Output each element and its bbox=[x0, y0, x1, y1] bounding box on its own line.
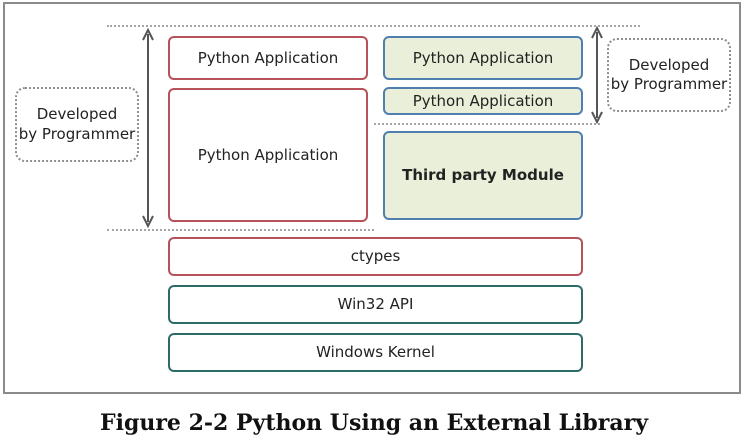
right-arrow-head-top bbox=[591, 25, 603, 39]
left-note-line-1: Developed bbox=[36, 105, 118, 123]
left-python-app-top: Python Application bbox=[168, 36, 368, 80]
top-boundary-line bbox=[107, 25, 640, 27]
windows-kernel-layer-label: Windows Kernel bbox=[316, 343, 435, 362]
right-note-line-1: Developed bbox=[628, 55, 710, 74]
right-python-app-top-label: Python Application bbox=[412, 48, 554, 67]
right-python-app-mid: Python Application bbox=[383, 87, 583, 115]
left-python-app-top-label: Python Application bbox=[197, 48, 339, 67]
right-python-app-top: Python Application bbox=[383, 36, 583, 80]
figure-caption: Figure 2-2 Python Using an External Libr… bbox=[99, 410, 649, 436]
left-python-app-main-label: Python Application bbox=[197, 145, 339, 164]
win32-api-layer-label: Win32 API bbox=[337, 295, 414, 314]
ctypes-layer-label: ctypes bbox=[350, 247, 401, 266]
left-developer-note: Developed by Programmer bbox=[15, 87, 139, 162]
left-note-line-2: by Programmer bbox=[18, 124, 136, 143]
right-developer-note: Developed by Programmer bbox=[607, 38, 731, 112]
win32-api-layer: Win32 API bbox=[168, 285, 583, 324]
right-python-app-mid-label: Python Application bbox=[412, 91, 554, 110]
left-bottom-boundary-line bbox=[107, 229, 374, 231]
third-party-module: Third party Module bbox=[383, 131, 583, 220]
left-arrow-head-bottom bbox=[142, 215, 154, 229]
right-mid-boundary-line bbox=[374, 123, 600, 125]
right-note-line-2: by Programmer bbox=[610, 75, 728, 93]
left-python-app-main: Python Application bbox=[168, 88, 368, 222]
third-party-module-label: Third party Module bbox=[402, 166, 564, 185]
windows-kernel-layer: Windows Kernel bbox=[168, 333, 583, 372]
right-arrow-head-bottom bbox=[591, 111, 603, 125]
left-arrow-head-top bbox=[142, 27, 154, 41]
ctypes-layer: ctypes bbox=[168, 237, 583, 276]
